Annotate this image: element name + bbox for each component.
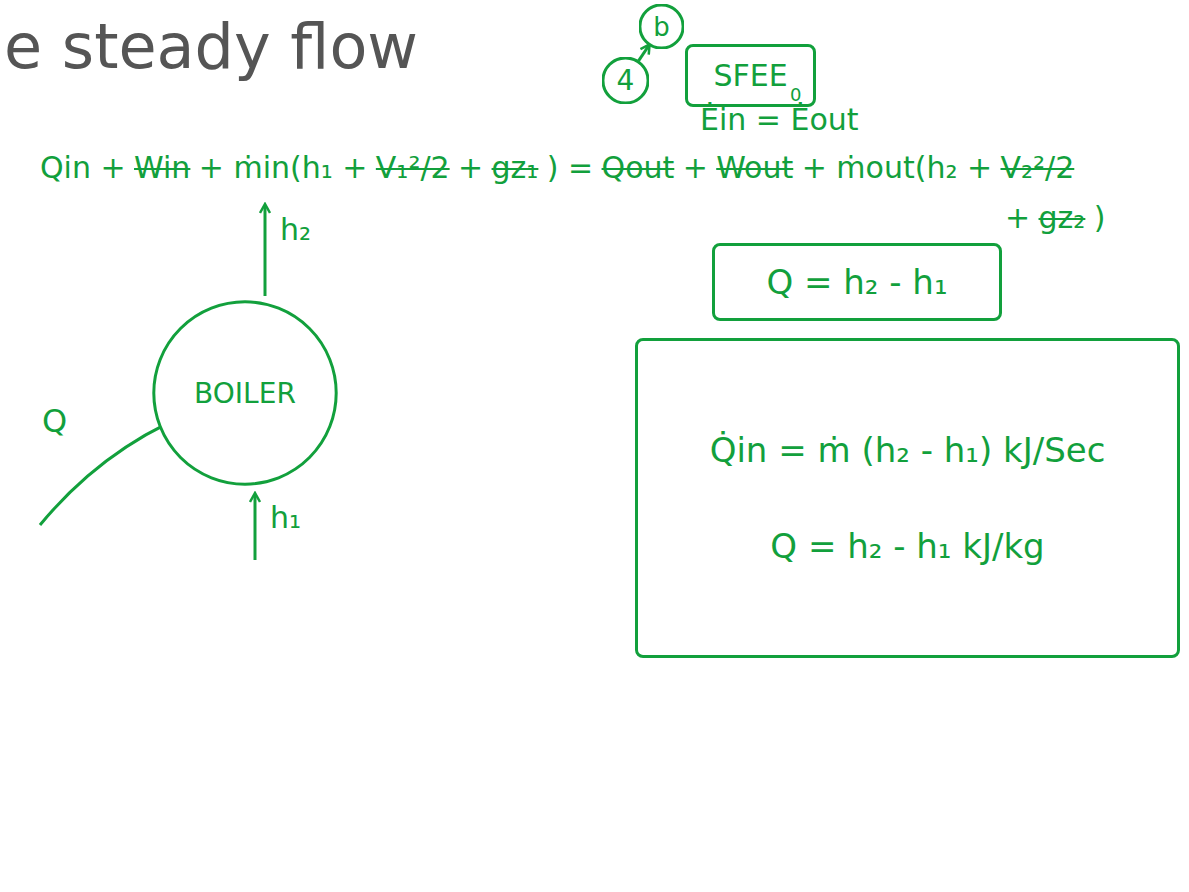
energy-balance-holder: Ėin = Ėout [700, 102, 859, 137]
energy-balance: Ėin = Ėout [700, 102, 859, 137]
node-text: Q = h₂ - h₁ [766, 262, 947, 302]
connector-arrow [639, 45, 649, 61]
cancelled-term: Win [134, 150, 190, 185]
equation-term: + [458, 150, 483, 185]
cancelled-term: V₂²/2 [1001, 150, 1075, 185]
enthalpy-label-holder: h₂ [280, 212, 311, 247]
node-text: 4 [617, 64, 635, 97]
circle-outline [640, 5, 683, 48]
node-text: SFEE [713, 58, 787, 93]
circle-outline [603, 58, 648, 103]
circled-letter: b [639, 4, 684, 49]
cancelled-term: Wout [716, 150, 793, 185]
result-box: Q = h₂ - h₁ [712, 243, 1002, 321]
equation-term: + ṁout(h₂ + [802, 150, 992, 185]
equation-term: ) = [547, 150, 593, 185]
cancelled-term: gz₁ [492, 150, 539, 185]
equation-term: + ṁin(h₁ + [199, 150, 368, 185]
outlet-arrow [264, 205, 267, 296]
equation-term: + [683, 150, 708, 185]
page-heading-fragment-holder: e steady flow [4, 10, 418, 83]
equation-term: ) [1094, 200, 1106, 235]
zero-note-holder: 0 [790, 84, 801, 105]
heat-label-holder: Q [42, 402, 67, 440]
inlet-arrow [254, 494, 257, 560]
cancelled-term: gz₂ [1039, 200, 1086, 235]
cancelled-term: V₁²/2 [376, 150, 450, 185]
page-heading-fragment: e steady flow [4, 10, 418, 83]
node-text: Q̇in = ṁ (h₂ - h₁) kJ/Sec [710, 430, 1106, 470]
equation-line: Qin +Win+ ṁin(h₁ +V₁²/2+gz₁) =Qout+Wout+… [40, 150, 1083, 185]
enthalpy-label: h₂ [280, 212, 311, 247]
enthalpy-label-holder: h₁ [270, 500, 301, 535]
node-text: BOILER [194, 377, 296, 410]
node-text: Q = h₂ - h₁ kJ/kg [770, 526, 1044, 566]
heat-label: Q [42, 402, 67, 440]
summary-box: Q̇in = ṁ (h₂ - h₁) kJ/Sec Q = h₂ - h₁ kJ/… [635, 338, 1180, 658]
equation-term: + [1005, 200, 1030, 235]
node-text: b [653, 12, 670, 42]
circled-number: 4 [602, 57, 649, 104]
circle-outline [154, 302, 336, 484]
enthalpy-label: h₁ [270, 500, 301, 535]
equation-line: + gz₂) [1005, 200, 1114, 235]
zero-note: 0 [790, 84, 801, 105]
equation-term: Qin + [40, 150, 126, 185]
cancelled-term: Qout [602, 150, 675, 185]
boiler-circle: BOILER [150, 298, 340, 488]
